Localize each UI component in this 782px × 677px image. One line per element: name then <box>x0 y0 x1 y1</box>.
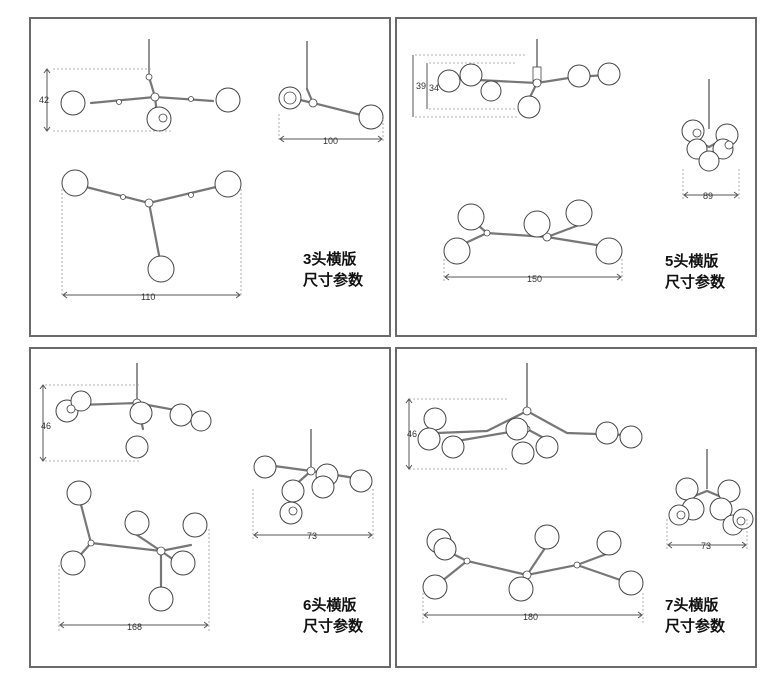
panel-6-head: 46 73 <box>29 347 391 668</box>
drawing-7-head: 46 73 <box>405 363 754 623</box>
dim-width-side: 73 <box>307 531 317 541</box>
dim-width-top: 168 <box>127 622 142 632</box>
caption-5-head: 5头横版 尺寸参数 <box>665 251 725 293</box>
caption-3-head: 3头横版 尺寸参数 <box>303 249 363 291</box>
caption-subtitle: 尺寸参数 <box>303 272 364 289</box>
side-view: 73 <box>252 429 374 541</box>
top-view: 150 <box>443 199 623 284</box>
dim-height: 42 <box>39 95 49 105</box>
side-view: 73 <box>666 449 754 551</box>
caption-title: 3头横版 <box>303 251 357 268</box>
front-view: 46 <box>39 363 212 462</box>
dim-width-side: 89 <box>703 191 713 201</box>
side-view: 100 <box>278 41 384 146</box>
drawing-6-head: 46 73 <box>39 363 374 632</box>
panel-3-head: 42 100 <box>29 17 391 337</box>
front-view: 39 34 <box>412 39 621 119</box>
top-view: 110 <box>61 169 242 302</box>
caption-7-head: 7头横版 尺寸参数 <box>665 595 725 637</box>
dim-height: 46 <box>407 429 417 439</box>
caption-title: 7头横版 <box>665 597 719 614</box>
side-view: 89 <box>681 79 740 201</box>
front-view: 42 <box>39 39 241 132</box>
dim-width-top: 150 <box>527 274 542 284</box>
dim-width-top: 110 <box>141 292 155 302</box>
front-view: 46 <box>405 363 643 470</box>
dim-height-b: 34 <box>429 83 439 93</box>
top-view: 168 <box>58 480 210 632</box>
drawing-3-head: 42 100 <box>39 39 384 302</box>
caption-subtitle: 尺寸参数 <box>303 618 364 635</box>
dim-height: 46 <box>41 421 51 431</box>
caption-subtitle: 尺寸参数 <box>665 618 726 635</box>
caption-title: 5头横版 <box>665 253 719 270</box>
panel-7-head: 46 73 <box>395 347 757 668</box>
dim-width-side: 73 <box>701 541 711 551</box>
caption-title: 6头横版 <box>303 597 357 614</box>
drawing-5-head: 39 34 89 <box>412 39 740 284</box>
panel-5-head: 39 34 89 <box>395 17 757 337</box>
caption-6-head: 6头横版 尺寸参数 <box>303 595 363 637</box>
dim-width-top: 180 <box>523 612 538 622</box>
caption-subtitle: 尺寸参数 <box>665 274 726 291</box>
dim-width-side: 100 <box>323 136 338 146</box>
dim-height-a: 39 <box>416 81 426 91</box>
top-view: 180 <box>422 524 644 623</box>
